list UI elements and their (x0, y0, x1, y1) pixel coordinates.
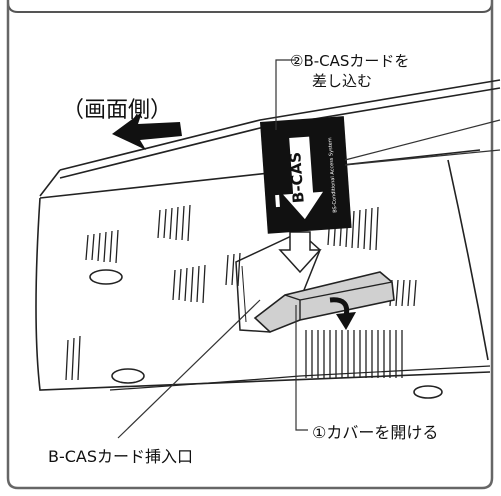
insert-card-label-line1: ②B-CASカードを (290, 52, 410, 70)
insert-card-label-line2: 差し込む (312, 72, 373, 90)
frame-border (6, 0, 494, 490)
b-cas-card: B-CAS BS-Conditional Access System (260, 116, 352, 234)
curved-arrow-icon (329, 297, 356, 330)
screen-side-label: （画面側） (62, 98, 173, 123)
arrow-up-left-icon (112, 112, 182, 150)
frame-top (7, 1, 493, 13)
card-brand: B-CAS (286, 151, 308, 203)
arrow-down-icon (278, 231, 322, 274)
device-body (35, 79, 501, 399)
card-slot-label: B-CASカード挿入口 (48, 447, 194, 466)
insert-card-label: ②B-CASカードを 差し込む (290, 51, 409, 91)
card-subtext: BS-Conditional Access System (327, 137, 338, 213)
leader-lines (117, 59, 501, 439)
slot-cover (253, 271, 395, 333)
open-cover-label: ①カバーを開ける (312, 423, 439, 442)
